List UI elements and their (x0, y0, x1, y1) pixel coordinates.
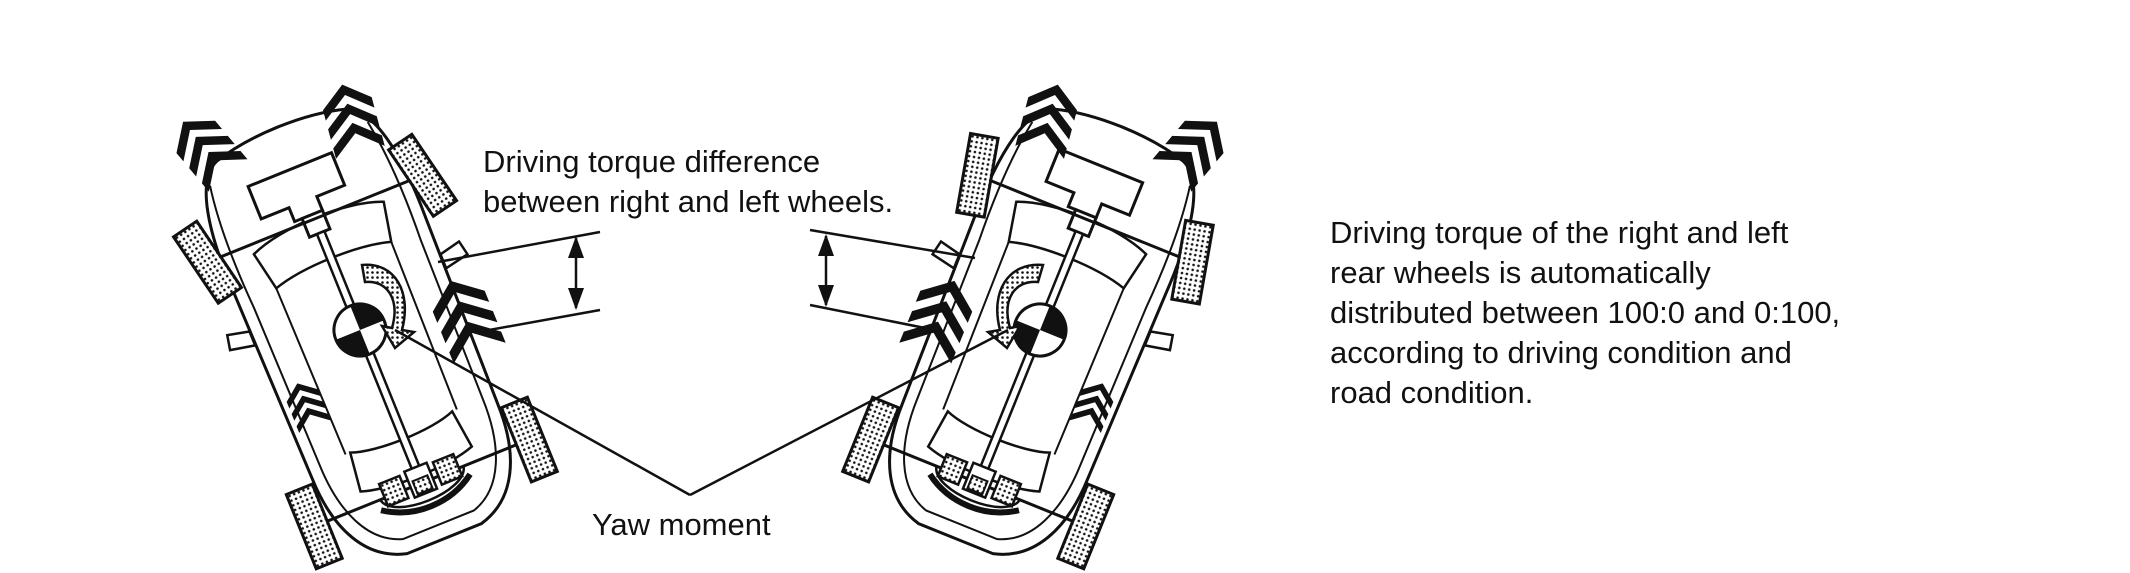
description-line: distributed between 100:0 and 0:100, (1330, 295, 1841, 330)
description-line: rear wheels is automatically (1330, 255, 1711, 290)
yaw-moment-leader (394, 328, 1009, 497)
description-line: road condition. (1330, 375, 1534, 410)
description-line: according to driving condition and (1330, 335, 1792, 370)
description-text: Driving torque of the right and left rea… (1330, 213, 1840, 413)
torque-difference-label: Driving torque difference between right … (483, 142, 893, 222)
description-line: Driving torque of the right and left (1330, 215, 1789, 250)
torque-label-line-1: Driving torque difference (483, 144, 821, 179)
left-yaw-arrow-icon (360, 263, 417, 350)
torque-label-line-2: between right and left wheels. (483, 184, 894, 219)
right-yaw-arrow-icon (985, 263, 1045, 350)
left-torque-dimension (437, 230, 601, 334)
yaw-moment-label: Yaw moment (592, 507, 771, 542)
right-torque-dimension (809, 228, 976, 332)
